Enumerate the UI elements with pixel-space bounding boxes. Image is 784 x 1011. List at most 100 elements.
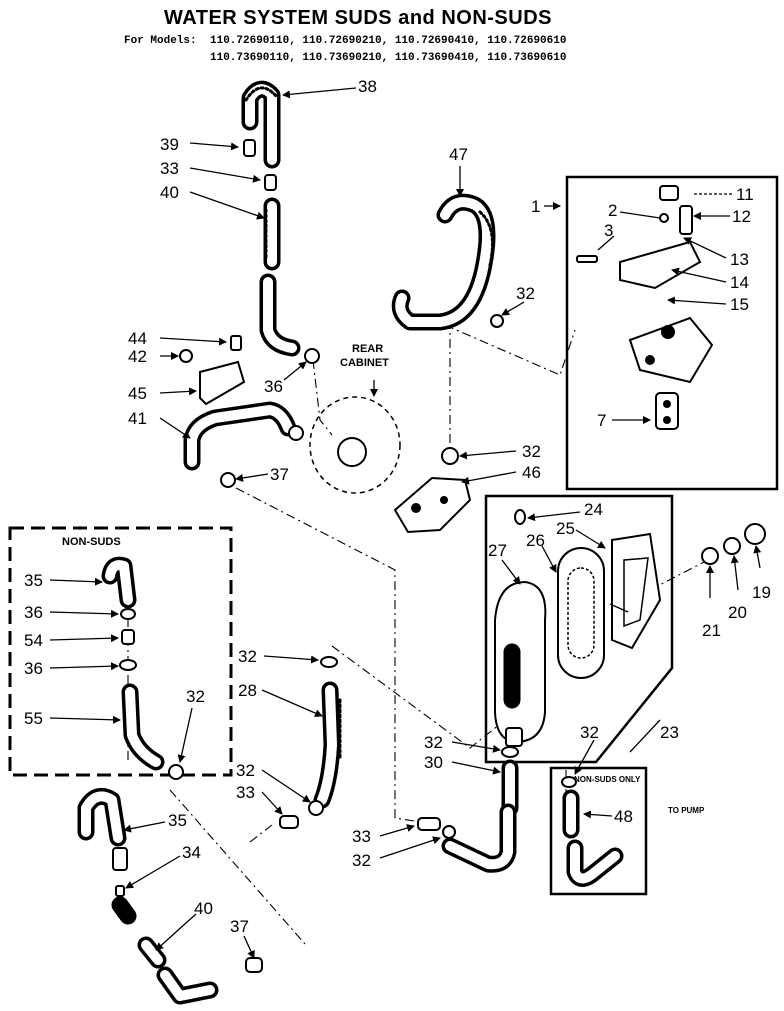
clamp-32-ns [168,764,184,780]
callout-47: 47 [449,145,468,164]
callout-40: 40 [194,899,213,918]
connection-line [331,645,506,749]
part-24 [514,509,526,525]
callout-7: 7 [597,411,606,430]
hose-bent-top [259,273,301,357]
callout-38: 38 [358,77,377,96]
nut-19 [744,523,766,545]
callout-45: 45 [128,384,147,403]
callout-32: 32 [424,733,443,752]
part-33-lower [279,815,299,829]
diagram-title: WATER SYSTEM SUDS and NON-SUDS [164,7,552,29]
rear-cabinet-line-2: CABINET [340,357,389,369]
hose-30 [441,759,519,873]
clamp-36 [304,348,320,364]
screw-42 [179,349,193,363]
callout-labels: 38 39 33 40 47 32 44 42 45 41 36 37 32 4… [24,77,771,936]
leader-lines [49,87,762,959]
callout-21: 21 [702,621,721,640]
clamp-32-ns-only [561,776,577,788]
models-line-2: 110.73690110, 110.73690210, 110.73690410… [210,52,566,64]
hose-40-lower [137,936,219,1005]
clamp-37 [220,472,236,488]
hose-41 [183,401,297,471]
callout-12: 12 [732,207,751,226]
clamp-36-ns2 [119,659,137,671]
washer-21 [701,547,719,565]
part-33-bottom [417,817,441,831]
clamp-32-upper [490,314,504,328]
callout-28: 28 [238,681,257,700]
pump-27 [494,580,547,747]
callout-30: 30 [424,753,443,772]
clamp-32-pump [501,746,519,758]
callout-55: 55 [24,709,43,728]
part-54 [121,629,135,645]
callout-42: 42 [128,347,147,366]
valve-46 [393,447,472,534]
callout-25: 25 [556,519,575,538]
hose-55 [121,683,165,771]
rear-cabinet-hub [337,437,367,467]
valve-assembly-1 [576,185,714,430]
callout-14: 14 [730,273,749,292]
non-suds-box [8,526,233,777]
callout-32: 32 [580,723,599,742]
callout-32: 32 [236,761,255,780]
hose-48 [562,789,624,887]
clamp-36-mid [288,425,304,441]
clamp-32-bottom [442,825,456,839]
callout-48: 48 [614,807,633,826]
connection-line [312,359,333,436]
hose-40 [263,197,281,271]
models-line-1: 110.72690110, 110.72690210, 110.72690410… [210,35,566,47]
callout-32: 32 [352,851,371,870]
valve-assembly-box [565,175,779,491]
rear-cabinet-outline [309,396,401,494]
screw-44 [230,335,242,351]
part-37-lower [245,957,263,973]
callout-54: 54 [24,631,43,650]
callout-19: 19 [752,583,771,602]
clamp-32-lower [308,800,324,816]
hose-47 [391,193,496,331]
callout-35: 35 [24,571,43,590]
connection-line [249,824,273,843]
callout-35: 35 [168,811,187,830]
callout-33: 33 [236,783,255,802]
callout-26: 26 [526,531,545,550]
part-35-tube [112,847,128,871]
callout-15: 15 [730,295,749,314]
part-34 [115,885,125,897]
clamp-36-ns [120,608,136,620]
hose-28 [313,681,342,809]
callout-2: 2 [608,201,617,220]
callout-32: 32 [516,284,535,303]
callout-33: 33 [352,827,371,846]
callout-37: 37 [230,917,249,936]
callout-20: 20 [728,603,747,622]
callout-32: 32 [238,647,257,666]
hose-35-lower [77,787,127,847]
cover-25 [611,532,662,650]
callout-40: 40 [160,183,179,202]
callout-33: 33 [160,159,179,178]
callout-11: 11 [736,185,754,204]
to-pump-label: TO PUMP [668,806,705,815]
hose-35-nonsuds [101,556,137,609]
connection-line [169,789,306,945]
part-34-stem [111,896,137,925]
washer-20 [723,537,741,555]
part-33-top [264,174,277,191]
callout-1: 1 [531,197,540,216]
hose-38 [241,80,281,169]
callout-13: 13 [730,250,749,269]
connection-line [235,487,421,823]
callout-36: 36 [264,377,283,396]
callout-37: 37 [270,465,289,484]
gasket-26 [557,547,605,679]
callout-36: 36 [24,659,43,678]
models-prefix: For Models: [124,35,197,47]
rear-cabinet-line-1: REAR [352,343,383,355]
